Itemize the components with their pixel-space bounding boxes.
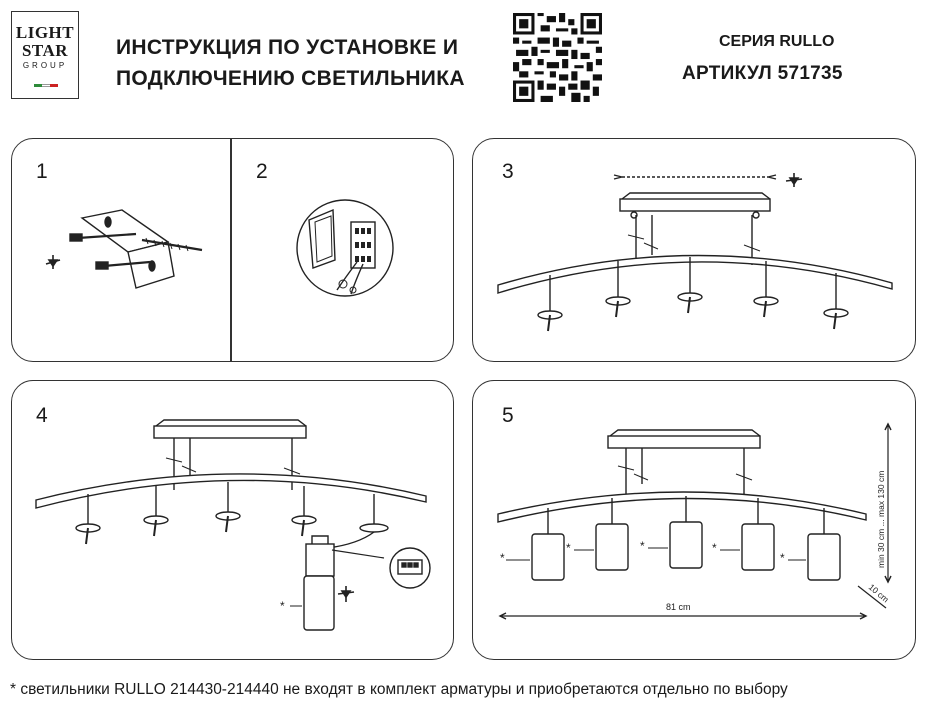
panel-divider [230, 139, 232, 361]
step-panel-5 [472, 380, 916, 660]
screwdriver-icon [337, 586, 355, 602]
series-label: СЕРИЯ RULLO [719, 33, 835, 50]
logo-line-1: LIGHT [15, 23, 75, 42]
footnote: * светильники RULLO 214430-214440 не вхо… [10, 681, 788, 698]
step-4-illustration: * [35, 419, 431, 631]
qr-code-icon [513, 13, 602, 102]
title-line-1: ИНСТРУКЦИЯ ПО УСТАНОВКЕ И [116, 36, 459, 59]
step-number-1: 1 [36, 160, 48, 183]
title-line-2: ПОДКЛЮЧЕНИЮ СВЕТИЛЬНИКА [116, 67, 465, 90]
step-number-2: 2 [256, 160, 268, 183]
screwdriver-icon [785, 173, 803, 187]
screwdriver-icon [45, 255, 61, 269]
svg-text:*: * [500, 551, 505, 565]
step-panel-3 [472, 138, 916, 362]
article-number: АРТИКУЛ 571735 [682, 63, 843, 84]
asterisk-mark: * [280, 599, 285, 613]
italian-flag-icon [34, 84, 58, 87]
step-5-illustration: * * * * * 81 cm min 30 cm ... max 130 cm… [497, 422, 892, 620]
svg-text:*: * [780, 551, 785, 565]
svg-text:*: * [566, 541, 571, 555]
width-dimension-label: 81 cm [666, 602, 691, 612]
logo-line-2: STAR [21, 41, 69, 60]
svg-text:*: * [712, 541, 717, 555]
step-number-3: 3 [502, 160, 514, 183]
step-number-4: 4 [36, 404, 48, 427]
document-title: ИНСТРУКЦИЯ ПО УСТАНОВКЕ И ПОДКЛЮЧЕНИЮ СВ… [116, 32, 465, 94]
wiring-terminal-illustration [296, 199, 394, 297]
brand-logo: LIGHT STAR GROUP [11, 11, 79, 99]
mounting-bracket-illustration [45, 209, 203, 289]
step-number-5: 5 [502, 404, 514, 427]
logo-line-3: GROUP [22, 61, 68, 70]
height-dimension-label: min 30 cm ... max 130 cm [876, 471, 886, 568]
svg-text:*: * [640, 539, 645, 553]
depth-dimension-label: 10 cm [867, 582, 891, 605]
step-3-illustration [497, 173, 893, 332]
